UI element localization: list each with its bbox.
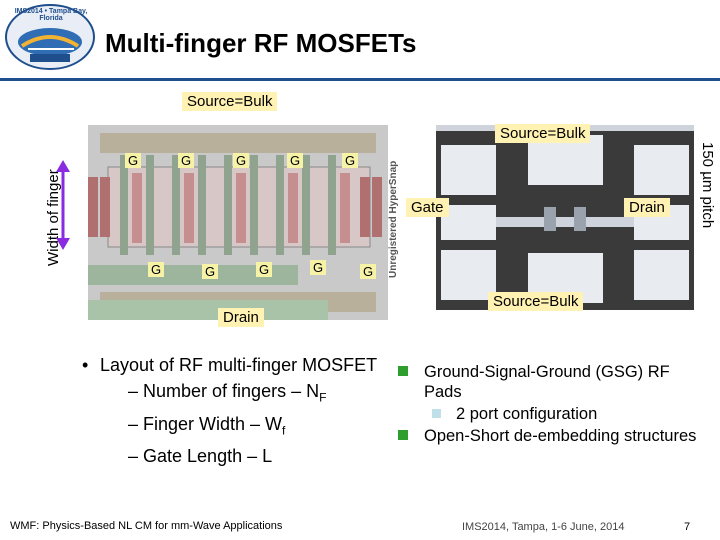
sub-bullet-text: – Gate Length – L bbox=[128, 446, 273, 467]
footer-left: WMF: Physics-Based NL CM for mm-Wave App… bbox=[10, 520, 283, 532]
gate-label-bottom: G bbox=[148, 262, 165, 277]
square-bullet-icon bbox=[398, 430, 408, 440]
layout-drain-label: Drain bbox=[218, 308, 264, 327]
left-bullet-list: • Layout of RF multi-finger MOSFET – Num… bbox=[70, 352, 380, 469]
right-bullet-list: Ground-Signal-Ground (GSG) RF Pads 2 por… bbox=[398, 362, 698, 446]
bullet-item: • Layout of RF multi-finger MOSFET bbox=[70, 352, 380, 378]
page-number: 7 bbox=[684, 521, 691, 533]
gate-label-top: G bbox=[287, 153, 304, 168]
bullet-text: Open-Short de-embedding structures bbox=[424, 427, 697, 445]
width-arrow-icon bbox=[56, 160, 70, 255]
gate-label-top: G bbox=[178, 153, 195, 168]
sub-bullet-item: – Gate Length – L bbox=[70, 443, 380, 469]
gate-label-top: G bbox=[125, 153, 142, 168]
logo-text: IMS2014 • Tampa Bay, Florida bbox=[14, 8, 88, 22]
mosfet-layout-image bbox=[88, 125, 388, 320]
gate-label-bottom: G bbox=[202, 264, 219, 279]
bullet-dot-icon: • bbox=[82, 355, 89, 375]
gate-label-bottom: G bbox=[360, 264, 377, 279]
sub-bullet-item: 2 port configuration bbox=[398, 404, 698, 424]
subscript-w: f bbox=[282, 423, 286, 438]
photo-drain-label: Drain bbox=[624, 198, 670, 217]
bullet-text: Layout of RF multi-finger MOSFET bbox=[100, 355, 378, 375]
footer-center: IMS2014, Tampa, 1-6 June, 2014 bbox=[462, 521, 625, 533]
slide-title: Multi-finger RF MOSFETs bbox=[105, 28, 417, 58]
photo-source-bulk-bottom-label: Source=Bulk bbox=[488, 292, 584, 311]
sub-bullet-item: – Finger Width – Wf bbox=[70, 411, 380, 444]
gate-label-bottom: G bbox=[310, 260, 327, 275]
photo-source-bulk-top-label: Source=Bulk bbox=[495, 124, 591, 143]
bullet-item: Open-Short de-embedding structures bbox=[398, 426, 698, 446]
title-divider bbox=[0, 78, 720, 81]
sub-bullet-item: – Number of fingers – NF bbox=[70, 378, 380, 411]
sub-bullet-text: 2 port configuration bbox=[456, 405, 598, 423]
sub-bullet-text: – Number of fingers – N bbox=[128, 381, 320, 401]
gate-label-bottom: G bbox=[256, 262, 273, 277]
photo-gate-label: Gate bbox=[406, 198, 449, 217]
layout-source-bulk-top-label: Source=Bulk bbox=[182, 92, 278, 111]
square-sub-bullet-icon bbox=[432, 409, 441, 418]
gate-label-top: G bbox=[233, 153, 250, 168]
gsg-pad-photo bbox=[436, 125, 694, 310]
conference-logo: IMS2014 • Tampa Bay, Florida bbox=[4, 2, 96, 72]
subscript-f: F bbox=[319, 390, 327, 405]
square-bullet-icon bbox=[398, 366, 408, 376]
watermark-text: Unregistered HyperSnap bbox=[388, 160, 399, 278]
sub-bullet-text: – Finger Width – W bbox=[128, 413, 283, 434]
bullet-text: Ground-Signal-Ground (GSG) RF Pads bbox=[424, 363, 670, 401]
bullet-item: Ground-Signal-Ground (GSG) RF Pads bbox=[398, 362, 698, 402]
gate-label-top: G bbox=[342, 153, 359, 168]
pitch-label: 150 µm pitch bbox=[699, 142, 716, 229]
